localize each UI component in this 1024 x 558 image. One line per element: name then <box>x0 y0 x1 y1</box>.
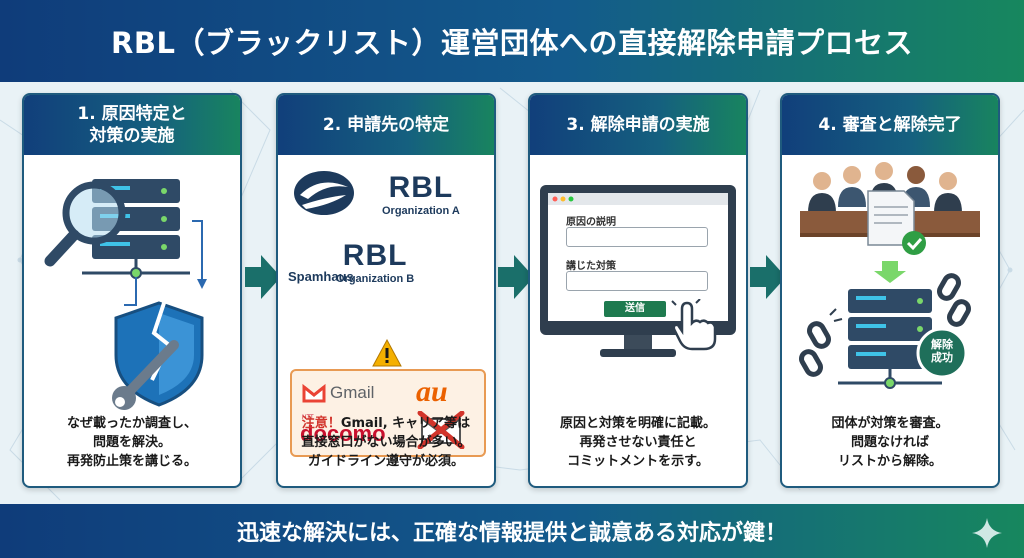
step-card-3: 3. 解除申請の実施 原因の説明 講じた対策 送信 原因と対策を明確に記載。 再… <box>528 93 748 488</box>
release-success-badge: 解除 成功 <box>916 338 968 364</box>
next-arrow-icon <box>245 255 281 299</box>
step-caption-4: 団体が対策を審査。 問題なければ リストから解除。 <box>788 415 992 472</box>
gmail-icon <box>302 383 326 403</box>
caption-line: 原因と対策を明確に記載。 <box>559 416 716 431</box>
step-title-4: 4. 審査と解除完了 <box>818 114 962 135</box>
step-title-2: 2. 申請先の特定 <box>322 114 450 135</box>
step-title-1: 1. 原因特定と 対策の実施 <box>77 103 187 146</box>
page-title: RBL（ブラックリスト）運営団体への直接解除申請プロセス <box>111 26 913 60</box>
ntt-label: NTT <box>302 415 314 421</box>
form-label-reason: 原因の説明 <box>566 217 616 228</box>
org-a-name: RBL <box>388 171 454 204</box>
spamhaus-label: Spamhaus <box>288 269 354 284</box>
magnifier-server-icon <box>44 179 207 410</box>
org-a-logo: RBL Organization A <box>382 171 460 218</box>
sparkle-icon <box>972 518 1002 548</box>
pointer-hand-icon <box>671 299 717 351</box>
caption-line: 問題なければ <box>850 434 929 450</box>
monitor-icon <box>540 185 736 357</box>
badge-line: 解除 <box>931 338 953 351</box>
gmail-label: Gmail <box>330 383 375 402</box>
next-arrow-icon <box>498 255 534 299</box>
step-header-3: 3. 解除申請の実施 <box>530 95 746 155</box>
review-panel-icon <box>799 162 980 389</box>
org-b-name: RBL <box>342 239 408 272</box>
caption-line: なぜ載ったか調査し、 <box>66 416 197 431</box>
step-header-2: 2. 申請先の特定 <box>278 95 494 155</box>
caption-line: ガイドライン遵守が必須。 <box>307 453 464 469</box>
au-label: au <box>416 375 448 408</box>
badge-line: 成功 <box>931 351 953 365</box>
step-header-4: 4. 審査と解除完了 <box>782 95 998 155</box>
step-header-1: 1. 原因特定と 対策の実施 <box>24 95 240 155</box>
step-card-2: 2. 申請先の特定 Spamhaus RBL Organization A RB… <box>276 93 496 488</box>
warning-triangle-icon <box>372 339 402 367</box>
caption-line: 再発防止策を講じる。 <box>66 453 197 469</box>
caption-line: コミットメントを示す。 <box>567 453 709 469</box>
footer-banner: 迅速な解決には、正確な情報提供と誠意ある対応が鍵！ <box>0 504 1024 558</box>
docomo-label: docomo <box>300 421 386 446</box>
step-card-4: 4. 審査と解除完了 <box>780 93 1000 488</box>
step-caption-2: 注意！Gmail, キャリア等は 直接窓口がない場合が多い。 ガイドライン遵守が… <box>284 415 488 472</box>
measures-input[interactable] <box>566 271 708 291</box>
caption-line: 再発させない責任と <box>579 434 697 450</box>
footer-message: 迅速な解決には、正確な情報提供と誠意ある対応が鍵！ <box>236 521 787 546</box>
reason-input[interactable] <box>566 227 708 247</box>
spamhaus-logo-icon <box>294 171 354 215</box>
caption-text: Gmail, キャリア等は <box>340 416 471 431</box>
caption-line: 問題を解決。 <box>92 434 171 450</box>
step-title-3: 3. 解除申請の実施 <box>566 114 710 135</box>
caption-line: 団体が対策を審査。 <box>831 416 949 431</box>
caption-line: 注意！Gmail, キャリア等は <box>284 415 488 434</box>
caption-line: リストから解除。 <box>837 453 942 469</box>
org-a-sub: Organization A <box>382 205 460 217</box>
header-banner: RBL（ブラックリスト）運営団体への直接解除申請プロセス <box>0 0 1024 82</box>
warning-prefix: 注意！ <box>301 416 341 431</box>
next-arrow-icon <box>750 255 786 299</box>
blocked-mail-icon <box>417 411 465 449</box>
carrier-warning-box: Gmail NTT docomo au <box>290 369 486 457</box>
send-button[interactable]: 送信 <box>604 301 666 317</box>
org-b-sub: Organization B <box>336 273 415 285</box>
org-b-logo: RBL Organization B <box>336 239 415 286</box>
form-label-measures: 講じた対策 <box>566 261 616 272</box>
step-caption-1: なぜ載ったか調査し、 問題を解決。 再発防止策を講じる。 <box>30 415 234 472</box>
step-card-1: 1. 原因特定と 対策の実施 <box>22 93 242 488</box>
step-caption-3: 原因と対策を明確に記載。 再発させない責任と コミットメントを示す。 <box>536 415 740 472</box>
caption-line: 直接窓口がない場合が多い。 <box>301 434 471 450</box>
